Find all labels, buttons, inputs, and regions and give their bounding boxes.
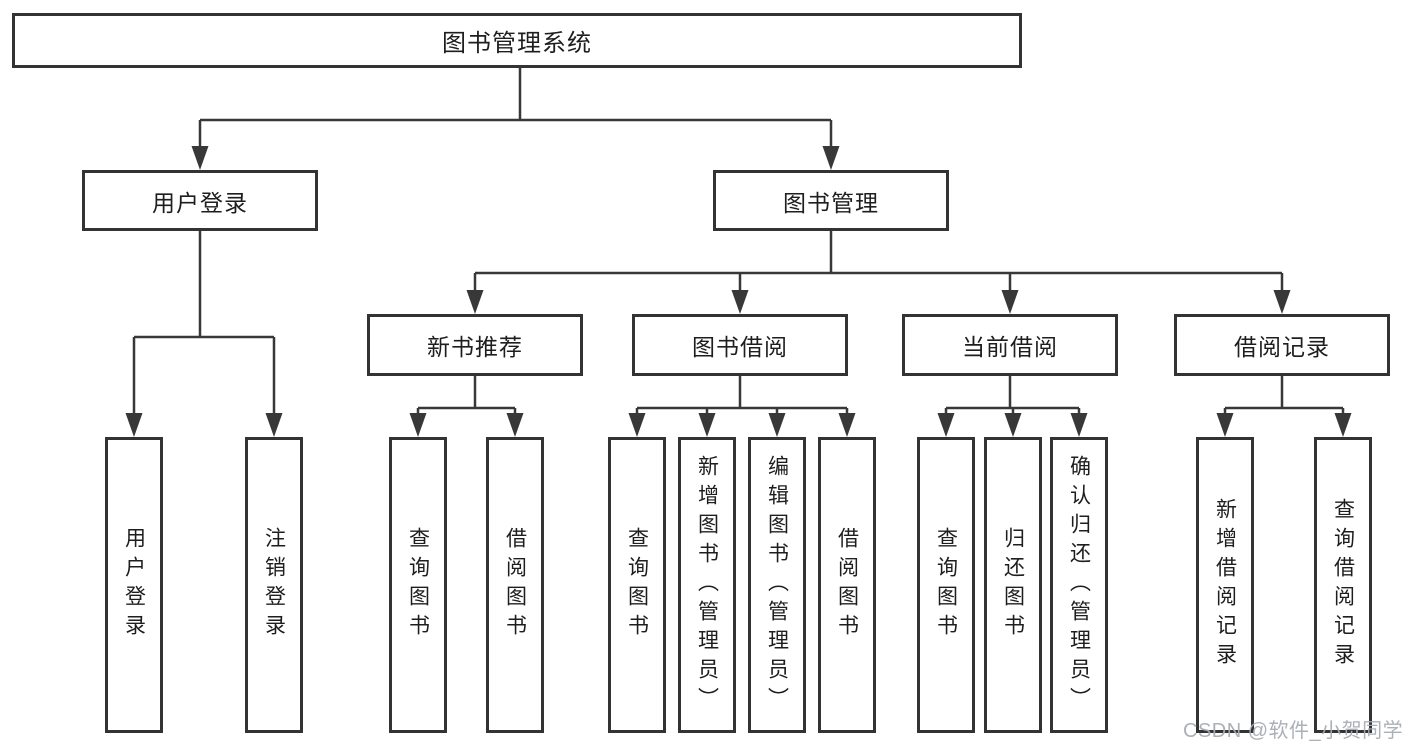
node-borrowing-records: 借阅记录: [1174, 314, 1390, 376]
node-label: 确认归还（管理员）: [1067, 454, 1091, 716]
node-label: 查询图书: [625, 527, 649, 643]
node-label: 图书借阅: [692, 334, 788, 360]
node-label: 查询图书: [406, 527, 430, 643]
node-label: 借阅图书: [835, 527, 859, 643]
node-label: 借阅图书: [503, 527, 527, 643]
leaf-query-books-1: 查询图书: [389, 437, 447, 733]
arrowheads: [125, 146, 1352, 437]
node-user-login-branch: 用户登录: [82, 170, 318, 231]
node-book-management-branch: 图书管理: [713, 170, 949, 231]
node-label: 归还图书: [1001, 527, 1025, 643]
leaf-add-book-admin: 新增图书（管理员）: [678, 437, 736, 733]
node-label: 查询图书: [934, 527, 958, 643]
node-label: 用户登录: [122, 527, 146, 643]
leaf-edit-book-admin: 编辑图书（管理员）: [748, 437, 806, 733]
node-current-borrowing: 当前借阅: [902, 314, 1118, 376]
leaf-query-books-3: 查询图书: [917, 437, 975, 733]
leaf-return-book: 归还图书: [984, 437, 1042, 733]
leaf-logout: 注销登录: [245, 437, 303, 733]
node-label: 借阅记录: [1234, 334, 1330, 360]
leaf-add-borrow-record: 新增借阅记录: [1196, 437, 1254, 733]
node-new-book-recommendation: 新书推荐: [367, 314, 583, 376]
node-label: 用户登录: [152, 189, 248, 216]
node-label: 新增图书（管理员）: [695, 454, 719, 716]
node-label: 图书管理系统: [442, 30, 592, 57]
leaf-borrow-books-1: 借阅图书: [486, 437, 544, 733]
node-label: 编辑图书（管理员）: [765, 454, 789, 716]
node-label: 新书推荐: [427, 334, 523, 360]
node-label: 查询借阅记录: [1331, 498, 1355, 672]
leaf-user-login: 用户登录: [105, 437, 163, 733]
node-library-management-system: 图书管理系统: [12, 13, 1022, 68]
leaf-query-books-2: 查询图书: [608, 437, 666, 733]
csdn-watermark: CSDN @软件_小贺同学: [1183, 720, 1404, 742]
node-label: 当前借阅: [962, 334, 1058, 360]
node-label: 新增借阅记录: [1213, 498, 1237, 672]
leaf-query-borrow-record: 查询借阅记录: [1314, 437, 1372, 733]
node-label: 图书管理: [783, 189, 879, 216]
leaf-borrow-books-2: 借阅图书: [818, 437, 876, 733]
node-label: 注销登录: [262, 527, 286, 643]
leaf-confirm-return-admin: 确认归还（管理员）: [1050, 437, 1108, 733]
node-book-borrowing: 图书借阅: [632, 314, 848, 376]
